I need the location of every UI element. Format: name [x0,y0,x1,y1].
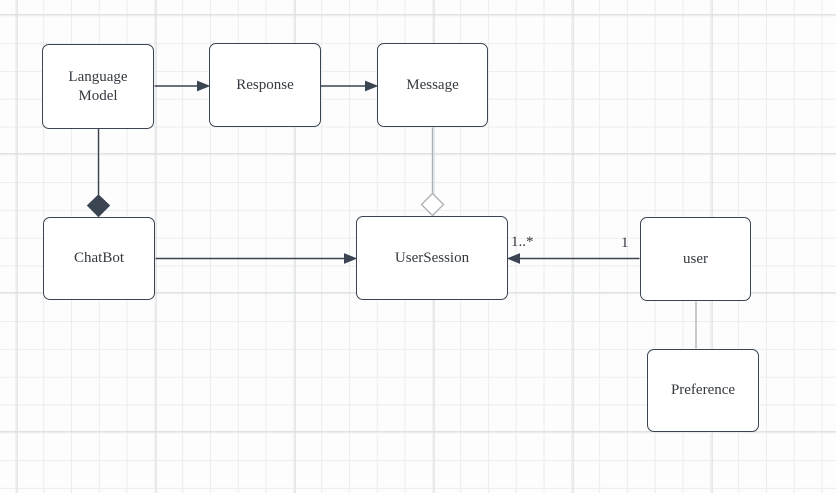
arrowhead [506,253,520,264]
node-chatbot[interactable]: ChatBot [43,217,155,300]
edge-user-usersession[interactable] [506,253,640,264]
edge-message-usersession[interactable] [420,127,445,217]
arrowhead [365,80,379,92]
node-label: UserSession [394,249,470,266]
edge-response-message[interactable] [321,80,379,92]
node-message[interactable]: Message [377,43,488,127]
composition-diamond [86,194,111,218]
multiplicity-label-user-end: 1 [621,235,629,251]
node-language-model[interactable]: Language Model [42,44,154,129]
node-usersession[interactable]: UserSession [356,216,508,300]
node-label: Response [236,76,294,93]
node-response[interactable]: Response [209,43,321,127]
edge-languagemodel-response[interactable] [154,80,211,92]
arrowhead [344,253,358,264]
node-label: Message [406,76,459,93]
node-preference[interactable]: Preference [647,349,759,432]
node-label: Preference [670,382,736,399]
node-label: user [683,250,708,267]
node-label: ChatBot [73,250,124,267]
aggregation-diamond [420,192,445,217]
arrowhead [197,80,211,92]
edge-chatbot-usersession[interactable] [155,253,358,264]
multiplicity-label-usersession-end: 1..* [511,234,534,250]
edge-languagemodel-chatbot[interactable] [86,128,111,218]
node-label: Language Model [68,68,128,104]
node-user[interactable]: user [640,217,751,301]
